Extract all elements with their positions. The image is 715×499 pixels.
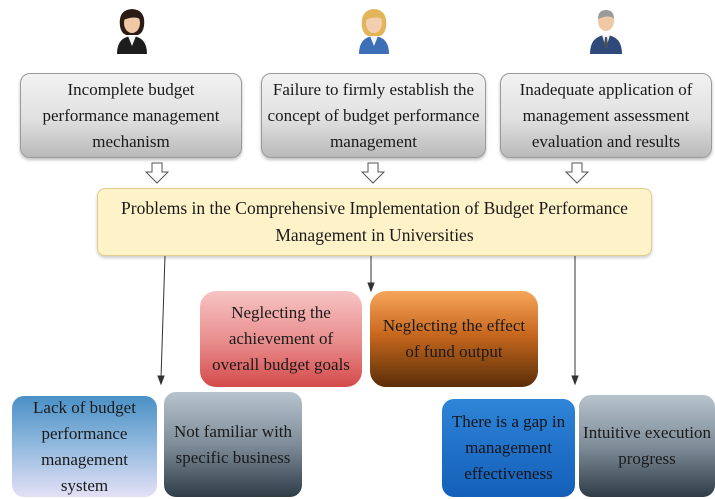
- central-problem-box: Problems in the Comprehensive Implementa…: [97, 188, 652, 256]
- businessman-icon: [590, 10, 622, 54]
- hollow-arrow-icon: [144, 162, 170, 184]
- effect-box-lack-system: Lack of budget performance management sy…: [12, 396, 157, 497]
- effect-box-management-gap: There is a gap in management effectivene…: [442, 399, 575, 497]
- hollow-arrow-icon: [360, 162, 386, 184]
- hollow-arrow-icon: [564, 162, 590, 184]
- businesswoman-blonde-icon: [359, 9, 389, 54]
- effect-box-fund-output: Neglecting the effect of fund output: [370, 291, 538, 387]
- cause-box-mechanism: Incomplete budget performance management…: [20, 73, 242, 158]
- arrowhead-icon: [157, 375, 165, 386]
- cause-box-concept: Failure to firmly establish the concept …: [261, 73, 486, 158]
- arrowhead-icon: [367, 282, 375, 293]
- effect-box-execution-progress: Intuitive execution progress: [579, 395, 715, 497]
- effect-box-overall-goals: Neglecting the achievement of overall bu…: [200, 291, 362, 387]
- businesswoman-icon: [117, 9, 147, 54]
- arrowhead-icon: [571, 375, 579, 386]
- cause-box-application: Inadequate application of management ass…: [500, 73, 712, 158]
- effect-box-not-familiar: Not familiar with specific business: [164, 392, 302, 497]
